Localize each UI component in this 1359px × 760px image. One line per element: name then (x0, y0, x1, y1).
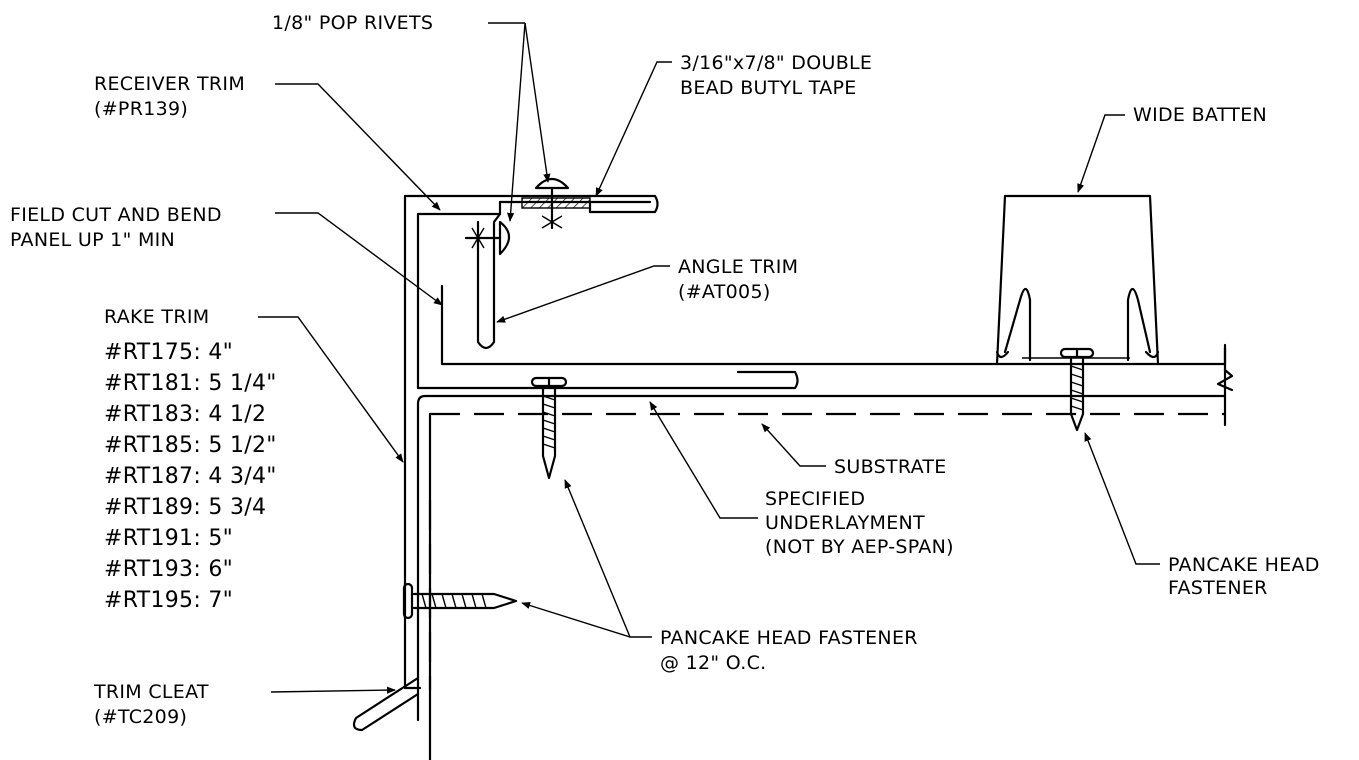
rake-trim-size: #RT195: 7" (104, 588, 233, 613)
drawing-geometry (352, 177, 1234, 760)
pop-rivet-side (464, 220, 511, 256)
underlayment-label-2: UNDERLAYMENT (765, 512, 925, 534)
substrate-label: SUBSTRATE (834, 456, 947, 478)
receiver-trim (416, 212, 502, 390)
pancake-fastener-lower (402, 582, 518, 620)
angle-trim (476, 200, 502, 350)
trim-cleat-label-2: (#TC209) (94, 706, 187, 728)
angle-trim-label-2: (#AT005) (678, 281, 771, 303)
field-cut-label-1: FIELD CUT AND BEND (10, 204, 222, 226)
rake-trim-size: #RT189: 5 3/4 (104, 495, 266, 520)
rake-trim-size: #RT183: 4 1/2 (104, 402, 266, 427)
leader-lines (258, 22, 1160, 694)
pop-rivets-label: 1/8" POP RIVETS (272, 12, 433, 34)
pancake-fastener-right (1059, 347, 1095, 432)
trim-cleat-label-1: TRIM CLEAT (93, 681, 209, 703)
wide-batten-label: WIDE BATTEN (1133, 104, 1267, 126)
underlayment-label-1: SPECIFIED (765, 488, 865, 510)
rake-trim-size: #RT175: 4" (104, 340, 233, 365)
rake-trim-size: #RT181: 5 1/4" (104, 371, 277, 396)
receiver-trim-label-1: RECEIVER TRIM (94, 73, 245, 95)
panel-bend (440, 284, 1227, 366)
butyl-tape-label-2: BEAD BUTYL TAPE (680, 77, 857, 99)
pancake-fastener-middle (530, 376, 568, 480)
wide-batten (995, 194, 1160, 366)
trim-cleat (352, 676, 420, 732)
field-cut-label-2: PANEL UP 1" MIN (10, 229, 175, 251)
rake-trim-sizes: #RT175: 4" #RT181: 5 1/4" #RT183: 4 1/2 … (104, 340, 277, 613)
pancake-head-bottom-label-1: PANCAKE HEAD FASTENER (660, 627, 918, 649)
rake-trim-label: RAKE TRIM (104, 306, 209, 328)
rake-trim-size: #RT193: 6" (104, 557, 233, 582)
substrate-top (416, 394, 427, 722)
angle-trim-label-1: ANGLE TRIM (678, 256, 798, 278)
receiver-trim-label-2: (#PR139) (94, 98, 188, 120)
butyl-tape (521, 197, 591, 209)
butyl-tape-label-1: 3/16"x7/8" DOUBLE (680, 52, 872, 74)
pop-rivet-top (534, 177, 570, 230)
rake-trim-size: #RT185: 5 1/2" (104, 433, 277, 458)
pancake-head-right-label-1: PANCAKE HEAD (1168, 554, 1320, 576)
underlayment-label-3: (NOT BY AEP-SPAN) (765, 536, 954, 558)
labels: 1/8" POP RIVETS RECEIVER TRIM (#PR139) 3… (10, 12, 1320, 728)
rake-trim-size: #RT191: 5" (104, 526, 233, 551)
pancake-head-right-label-2: FASTENER (1168, 577, 1268, 599)
rake-trim-size: #RT187: 4 3/4" (104, 464, 277, 489)
rake-trim (403, 194, 659, 460)
pancake-head-bottom-label-2: @ 12" O.C. (660, 652, 767, 674)
